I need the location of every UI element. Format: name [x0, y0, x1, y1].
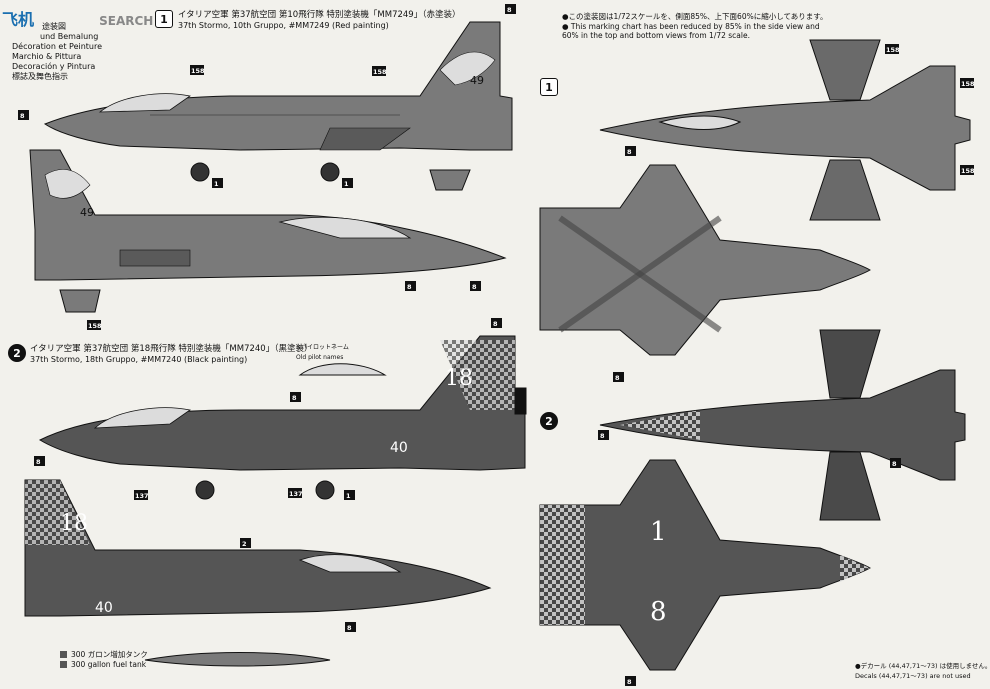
svg-text:8: 8 [36, 458, 41, 466]
tail-number-18-side-2: 18 [60, 511, 88, 536]
svg-text:158: 158 [373, 68, 387, 76]
svg-text:137: 137 [289, 490, 303, 498]
bottom-digit-8: 8 [650, 597, 667, 627]
topview-scheme-2-marker: 2 [540, 412, 558, 430]
decal-note-jp: ●デカール (44,47,71〜73) は使用しません。 [855, 662, 990, 670]
header-lang-1: Décoration et Peinture [12, 42, 103, 51]
canopy-inset [298, 363, 387, 376]
header-lang-2: Marchio & Pittura [12, 52, 82, 61]
tail-code-49-side: 49 [470, 74, 484, 87]
fuselage-code-40-side-2: 40 [95, 600, 113, 616]
scale-note-en1: ● This marking chart has been reduced by… [562, 21, 820, 31]
svg-text:158: 158 [88, 322, 102, 330]
decal-note-en: Decals (44,47,71〜73) are not used [855, 671, 971, 680]
svg-text:8: 8 [20, 112, 25, 120]
bottom-digit-1: 1 [650, 517, 667, 547]
scheme-1-side-view-left: 49 [43, 21, 513, 182]
topview-scheme-1-marker: 1 [540, 78, 558, 96]
canopy-label-jp: ※パイロットネーム [296, 344, 349, 351]
scheme-2-side-view-left: 18 40 [38, 335, 526, 500]
header-lang-4: 標誌及舞色指示 [12, 72, 68, 81]
header-partial: 途装図 [42, 22, 66, 31]
svg-text:158: 158 [961, 167, 975, 175]
header-language-list: 途装図 und Bemalung Décoration et Peinture … [12, 22, 102, 82]
svg-text:8: 8 [472, 283, 477, 291]
canopy-inset-label: ※パイロットネーム Old pilot names [296, 343, 349, 362]
scale-note-jp: ●この塗装図は1/72スケールを、側面85%、上下面60%に縮小してあります。 [562, 12, 828, 21]
fuel-tank-drawing [144, 652, 331, 667]
svg-text:8: 8 [407, 283, 412, 291]
scheme-2-heading: イタリア空軍 第37航空団 第18飛行隊 特別塗装機「MM7240」（黒塗装） … [30, 344, 312, 365]
svg-text:158: 158 [191, 67, 205, 75]
scheme-1-number: 1 [155, 10, 173, 28]
watermark: 飞机 SEARCH [2, 6, 153, 30]
svg-text:8: 8 [507, 6, 512, 14]
fuel-tank-legend: 300 ガロン増加タンク 300 gallon fuel tank [60, 650, 148, 669]
svg-text:1: 1 [346, 492, 351, 500]
watermark-latin: SEARCH [99, 14, 154, 28]
scheme-1-title-en: 37th Stormo, 10th Gruppo, #MM7249 (Red p… [178, 21, 389, 30]
tank-label-en: 300 gallon fuel tank [60, 660, 148, 670]
scheme-1-bottom-view [539, 164, 871, 356]
canopy-label-en: Old pilot names [296, 353, 344, 361]
svg-text:8: 8 [347, 624, 352, 632]
scheme-1-heading: イタリア空軍 第37航空団 第10飛行隊 特別塗装機「MM7249」（赤塗装） … [178, 10, 460, 31]
svg-text:8: 8 [600, 432, 605, 440]
svg-text:8: 8 [627, 148, 632, 156]
scheme-2-title-jp: イタリア空軍 第37航空団 第18飛行隊 特別塗装機「MM7240」（黒塗装） [30, 344, 313, 354]
scheme-2-bottom-view: 1 8 [539, 459, 871, 671]
svg-text:158: 158 [961, 80, 975, 88]
svg-text:8: 8 [292, 394, 297, 402]
svg-text:2: 2 [242, 540, 247, 548]
svg-text:8: 8 [627, 678, 632, 686]
scheme-2-title-en: 37th Stormo, 18th Gruppo, #MM7240 (Black… [30, 355, 248, 364]
scheme-1-top-view [599, 39, 971, 221]
fuselage-code-40-side: 40 [390, 440, 408, 456]
svg-text:137: 137 [135, 492, 149, 500]
tank-label-jp: 300 ガロン増加タンク [60, 650, 148, 660]
decal-note: ●デカール (44,47,71〜73) は使用しません。 Decals (44,… [855, 662, 990, 681]
scheme-2-number: 2 [8, 344, 26, 362]
scale-note-en2: 60% in the top and bottom views from 1/7… [562, 31, 750, 40]
svg-text:8: 8 [615, 374, 620, 382]
svg-text:1: 1 [344, 180, 349, 188]
svg-text:8: 8 [892, 460, 897, 468]
scheme-1-side-view-right: 49 [29, 149, 507, 281]
scheme-1-small-parts [59, 169, 471, 313]
callouts: 8 158 158 8 1 1 8 8 158 8 158 158 158 8 … [18, 4, 975, 686]
svg-text:8: 8 [493, 320, 498, 328]
header-lang-3: Decoración y Pintura [12, 62, 96, 71]
scheme-1-title-jp: イタリア空軍 第37航空団 第10飛行隊 特別塗装機「MM7249」（赤塗装） [178, 10, 461, 20]
scheme-2-top-view [599, 329, 966, 521]
tail-code-49-side-2: 49 [80, 206, 94, 219]
tail-number-18-side: 18 [445, 366, 473, 391]
svg-text:1: 1 [214, 180, 219, 188]
svg-text:158: 158 [886, 46, 900, 54]
scale-note: ●この塗装図は1/72スケールを、側面85%、上下面60%に縮小してあります。 … [562, 12, 828, 41]
header-lang-0: und Bemalung [40, 32, 99, 41]
scheme-2-side-view-right: 18 40 [24, 479, 492, 617]
watermark-cjk: 飞机 [2, 10, 35, 29]
